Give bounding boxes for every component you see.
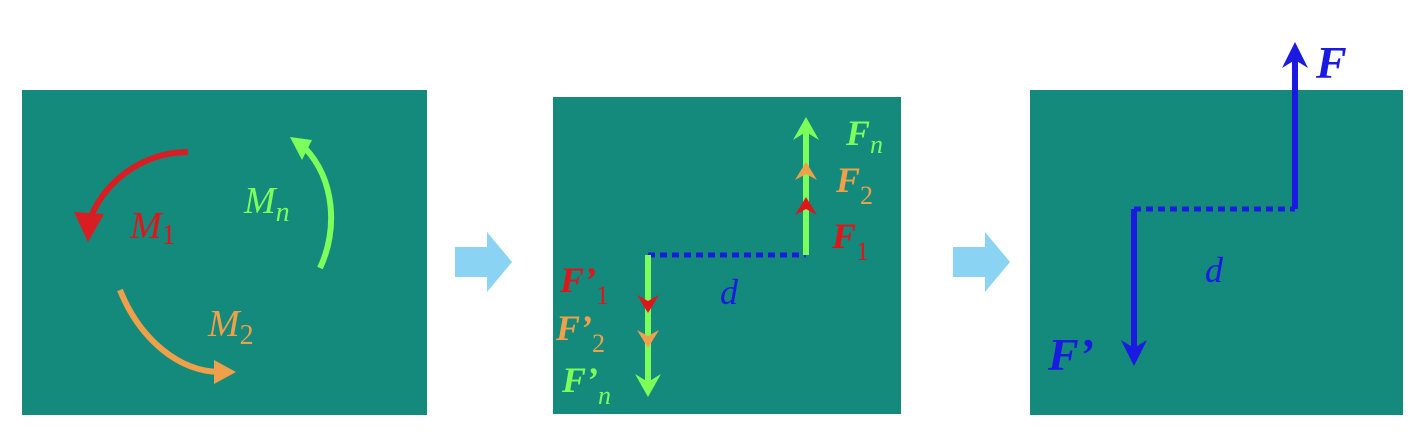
moment-mn-arrow [290, 137, 335, 270]
force-f-head [1282, 42, 1308, 68]
couple-moments-panel [22, 90, 427, 415]
force-fn-head [793, 117, 819, 140]
moment-m1-arrow [74, 149, 189, 242]
label-m2: M2 [207, 303, 254, 351]
label-fp: F’ [1047, 329, 1094, 380]
label-m1: M1 [129, 205, 176, 251]
label-f2: F2 [835, 160, 873, 210]
label-d-panel2: d [720, 272, 739, 312]
label-d-panel3: d [1205, 250, 1224, 290]
label-fp2: F’2 [555, 308, 605, 358]
label-fpn: F’n [561, 360, 611, 410]
label-f: F [1315, 37, 1347, 88]
label-fn: Fn [845, 113, 883, 159]
force-fp1-head [637, 295, 659, 313]
transition-arrow-2 [953, 232, 1010, 292]
label-fp1: F’1 [559, 260, 609, 310]
force-fp-head [1121, 340, 1147, 366]
force-fp2-head [637, 330, 659, 348]
resultant-couple-panel [1030, 90, 1403, 415]
moment-m2-arrow [117, 288, 236, 384]
force-f2-head [795, 162, 817, 180]
force-fpn-head [635, 374, 661, 397]
force-f1-head [795, 197, 817, 215]
transition-arrow-1 [455, 232, 512, 292]
label-f1: F1 [831, 216, 869, 266]
label-mn: Mn [243, 180, 290, 228]
